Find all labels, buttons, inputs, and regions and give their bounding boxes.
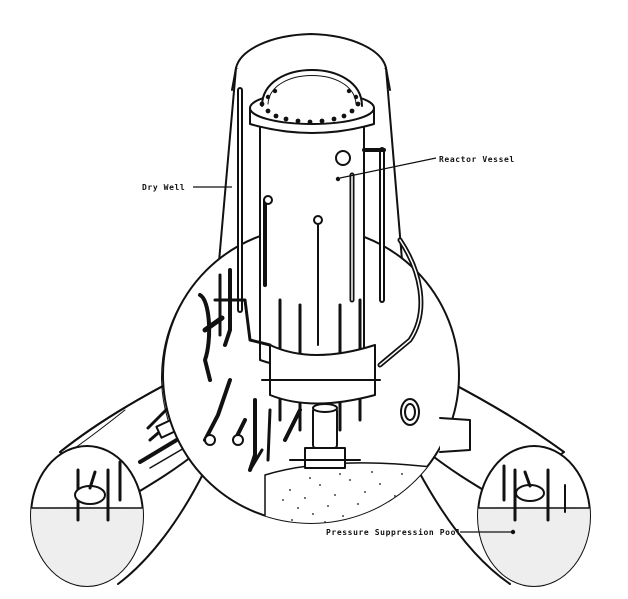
- head-bolt-ring: [259, 88, 361, 125]
- reactor-vessel: [249, 69, 375, 370]
- right-suppression-torus: [417, 371, 591, 587]
- steam-outlet-nozzle: [335, 150, 351, 166]
- recirculation-pump: [312, 407, 338, 449]
- callout-leaders: [193, 157, 516, 535]
- reactor-vessel-leader: [339, 157, 437, 179]
- pressure-suppression-pool-label: Pressure Suppression Pool: [326, 528, 462, 537]
- reactor-vessel-label: Reactor Vessel: [439, 155, 515, 164]
- dry-well-label: Dry Well: [142, 183, 186, 192]
- left-suppression-torus: [30, 371, 216, 587]
